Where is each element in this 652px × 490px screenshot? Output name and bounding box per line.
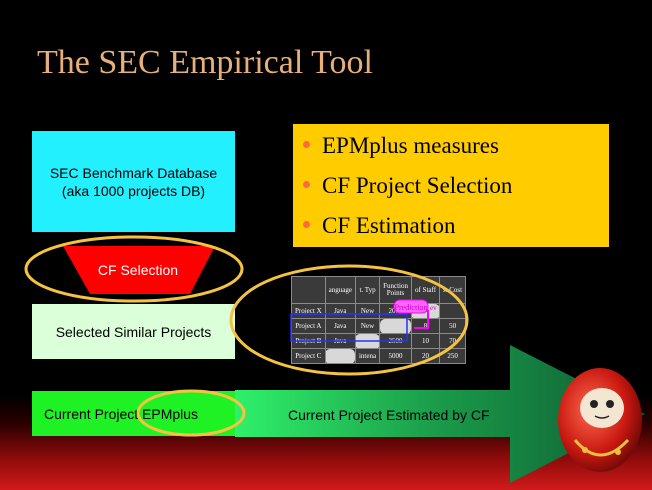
db-box-line2: (aka 1000 projects DB) bbox=[61, 182, 206, 199]
prediction-bubble bbox=[393, 299, 429, 314]
bullet-text: EPMplus measures bbox=[322, 133, 499, 158]
db-box-line1: SEC Benchmark Database bbox=[49, 164, 218, 181]
benchmark-database-box: SEC Benchmark Database (aka 1000 project… bbox=[32, 131, 235, 232]
prediction-tail-text: ev bbox=[430, 304, 437, 312]
table-header-row: anguage t. Typ Function Points of Staff … bbox=[291, 276, 467, 304]
selected-projects-box: Selected Similar Projects bbox=[32, 304, 235, 359]
current-project-box: Current Project EPMplus bbox=[32, 391, 235, 436]
bullet-list-box: EPMplus measures CF Project Selection CF… bbox=[293, 124, 609, 247]
estimation-arrow bbox=[235, 345, 645, 483]
table-row: Project C Java intena 5000 20 250 bbox=[291, 348, 467, 364]
bullet-dot-icon bbox=[303, 221, 310, 229]
epmplus-highlight-ellipse bbox=[136, 389, 246, 437]
bullet-text: CF Project Selection bbox=[322, 173, 513, 198]
bullet-item: CF Project Selection bbox=[303, 173, 512, 199]
daruma-doll-image bbox=[558, 368, 642, 472]
bullet-item: CF Estimation bbox=[303, 213, 456, 239]
table-highlight-ellipse bbox=[229, 264, 469, 376]
cf-selection-highlight-ellipse bbox=[24, 235, 244, 303]
bullet-item: EPMplus measures bbox=[303, 133, 499, 159]
table-cell: Project C bbox=[291, 348, 326, 364]
estimated-by-cf-label: Current Project Estimated by CF bbox=[288, 407, 490, 423]
table-header: t. Typ bbox=[354, 276, 381, 304]
masked-cell: Java bbox=[324, 348, 356, 364]
cf-selection-trapezoid bbox=[63, 246, 215, 294]
bullet-dot-icon bbox=[303, 181, 310, 189]
similar-projects-outline bbox=[290, 313, 408, 342]
table-header: anguage bbox=[324, 276, 356, 304]
prediction-label: Prediction bbox=[395, 303, 428, 312]
bullet-text: CF Estimation bbox=[322, 213, 456, 238]
table-header: s. Cost bbox=[439, 276, 467, 304]
table-cell: intena bbox=[354, 348, 381, 364]
slide-title: The SEC Empirical Tool bbox=[37, 44, 373, 81]
bullet-dot-icon bbox=[303, 141, 310, 149]
cf-selection-label: CF Selection bbox=[98, 262, 178, 278]
current-project-label: Current Project EPMplus bbox=[44, 405, 199, 422]
selected-projects-label: Selected Similar Projects bbox=[55, 323, 212, 340]
prediction-bracket bbox=[408, 310, 429, 329]
